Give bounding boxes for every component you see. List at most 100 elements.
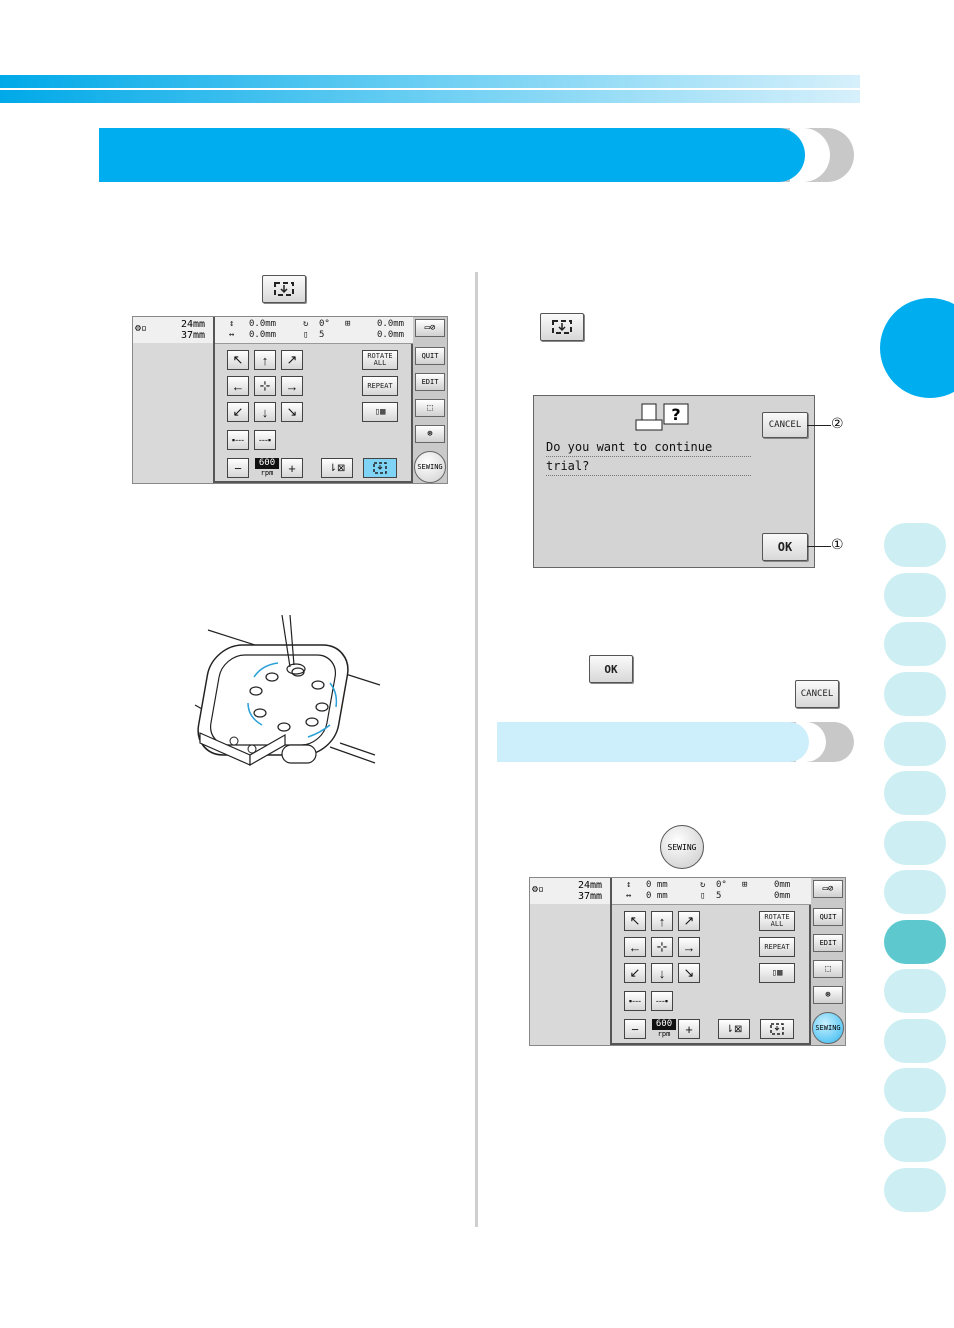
rotate-all-button[interactable]: ROTATE ALL [759,911,795,931]
stitch-forward-button[interactable]: ---▪ [651,991,673,1011]
move-up-button[interactable]: ↑ [254,350,276,370]
inline-cancel-button[interactable]: CANCEL [795,680,839,708]
move-up-button[interactable]: ↑ [651,911,673,931]
move-down-right-button[interactable]: ↘ [281,402,303,422]
memory-button[interactable]: ▭⊘ [813,880,843,898]
move-center-button[interactable]: ⊹ [651,937,673,957]
move-up-left-button[interactable]: ↖ [624,911,646,931]
thread-color-button[interactable]: ▯▦ [362,402,398,422]
speed-minus-button[interactable]: − [624,1019,646,1039]
repeat-button[interactable]: REPEAT [362,376,398,396]
move-right-button[interactable]: → [281,376,303,396]
trial-key-button[interactable] [262,275,306,303]
density-b: 0mm [774,891,791,901]
preview-area [530,878,612,1045]
rotate-all-button[interactable]: ROTATE ALL [362,350,398,370]
speed-unit: rpm [260,469,274,477]
image-button[interactable]: ⊛ [813,986,843,1004]
chapter-tab[interactable] [884,622,946,666]
image-button[interactable]: ⊛ [415,425,445,443]
chapter-tab[interactable] [884,1068,946,1112]
chapter-tab[interactable] [884,821,946,865]
chapter-tab-active[interactable] [884,920,946,964]
machine-icon: ⚙▫ [135,323,148,334]
speed-plus-button[interactable]: + [678,1019,700,1039]
trial-frame-icon [552,320,572,334]
speed-minus-button[interactable]: − [227,458,249,478]
stitch-forward-button[interactable]: ---▪ [254,430,276,450]
quit-button[interactable]: QUIT [813,908,843,926]
dialog-cancel-button[interactable]: CANCEL [762,412,808,438]
edit-panel: ↖ ↑ ↗ ← ⊹ → ↙ ↓ ↘ ROTATE ALL REPEAT ▯▦ ▪… [612,905,811,1045]
chapter-tab[interactable] [884,523,946,567]
move-down-left-button[interactable]: ↙ [624,963,646,983]
dialog-message: Do you want to continue trial? [546,438,751,476]
size-readout: ⚙▫ 24mm 37mm [530,878,610,904]
chapter-tab[interactable] [884,672,946,716]
density-b: 0.0mm [377,330,405,340]
move-down-right-button[interactable]: ↘ [678,963,700,983]
frame-button[interactable]: ⬚ [415,399,445,417]
memory-button[interactable]: ▭⊘ [415,319,445,337]
thread-color-button[interactable]: ▯▦ [759,963,795,983]
chapter-tab[interactable] [884,573,946,617]
chapter-tab[interactable] [884,870,946,914]
chapter-tab[interactable] [884,969,946,1013]
needle-position-button[interactable]: ⇂⊠ [718,1019,750,1039]
top-banner [0,75,860,103]
lcd-screen-2: ⚙▫ 24mm 37mm ↕0 mm ↔0 mm ↻0° ▯5 ⊞ 0mm 0m… [529,877,846,1046]
info-bar: ↕0.0mm ↔0.0mm ↻0° ▯5 ⊞ 0.0mm 0.0mm [215,317,413,344]
trial-button[interactable] [760,1019,794,1039]
chapter-tab[interactable] [884,1019,946,1063]
edit-button[interactable]: EDIT [813,934,843,952]
inline-sewing-button[interactable]: SEWING [660,825,704,869]
move-down-button[interactable]: ↓ [254,402,276,422]
move-up-right-button[interactable]: ↗ [281,350,303,370]
color-count: 5 [319,330,325,340]
pos-vertical: 0.0mm [249,319,277,329]
move-right-button[interactable]: → [678,937,700,957]
inline-ok-button[interactable]: OK [589,655,633,683]
move-down-left-button[interactable]: ↙ [227,402,249,422]
speed-unit: rpm [657,1030,671,1038]
chapter-tab[interactable] [884,1118,946,1162]
pos-vertical: 0 mm [646,880,668,890]
section-header [99,128,805,182]
size-height: 37mm [578,891,603,902]
callout-cancel: ② [831,416,844,432]
chapter-tab[interactable] [884,722,946,766]
move-left-button[interactable]: ← [227,376,249,396]
speed-display: 600 rpm [255,458,279,478]
needle-position-button[interactable]: ⇂⊠ [321,458,353,478]
move-center-button[interactable]: ⊹ [254,376,276,396]
move-left-button[interactable]: ← [624,937,646,957]
speed-value: 600 [255,458,279,469]
frame-button[interactable]: ⬚ [813,960,843,978]
sewing-button-active[interactable]: SEWING [812,1012,844,1044]
chapter-tab[interactable] [884,771,946,815]
edit-button[interactable]: EDIT [415,373,445,391]
speed-value: 600 [652,1019,676,1030]
move-down-button[interactable]: ↓ [651,963,673,983]
speed-display: 600 rpm [652,1019,676,1039]
move-up-right-button[interactable]: ↗ [678,911,700,931]
sewing-button[interactable]: SEWING [414,451,446,483]
chapter-tab[interactable] [884,1168,946,1212]
trial-key-button-right[interactable] [540,313,584,341]
trial-button-active[interactable] [363,458,397,478]
size-height: 37mm [181,330,206,341]
lcd-screen-1: ⚙▫ 24mm 37mm ↕0.0mm ↔0.0mm ↻0° ▯5 ⊞ 0.0m… [132,316,448,484]
speed-plus-button[interactable]: + [281,458,303,478]
stitch-back-button[interactable]: ▪--- [227,430,249,450]
quit-button[interactable]: QUIT [415,347,445,365]
move-up-left-button[interactable]: ↖ [227,350,249,370]
stitch-back-button[interactable]: ▪--- [624,991,646,1011]
machine-question-icon: ? [634,400,690,434]
preview-area [133,317,215,483]
repeat-button[interactable]: REPEAT [759,937,795,957]
dialog-ok-button[interactable]: OK [762,533,808,561]
size-width: 24mm [578,880,603,891]
dialog-line-1: Do you want to continue [546,438,751,457]
hoop-illustration [194,615,381,767]
color-count: 5 [716,891,722,901]
